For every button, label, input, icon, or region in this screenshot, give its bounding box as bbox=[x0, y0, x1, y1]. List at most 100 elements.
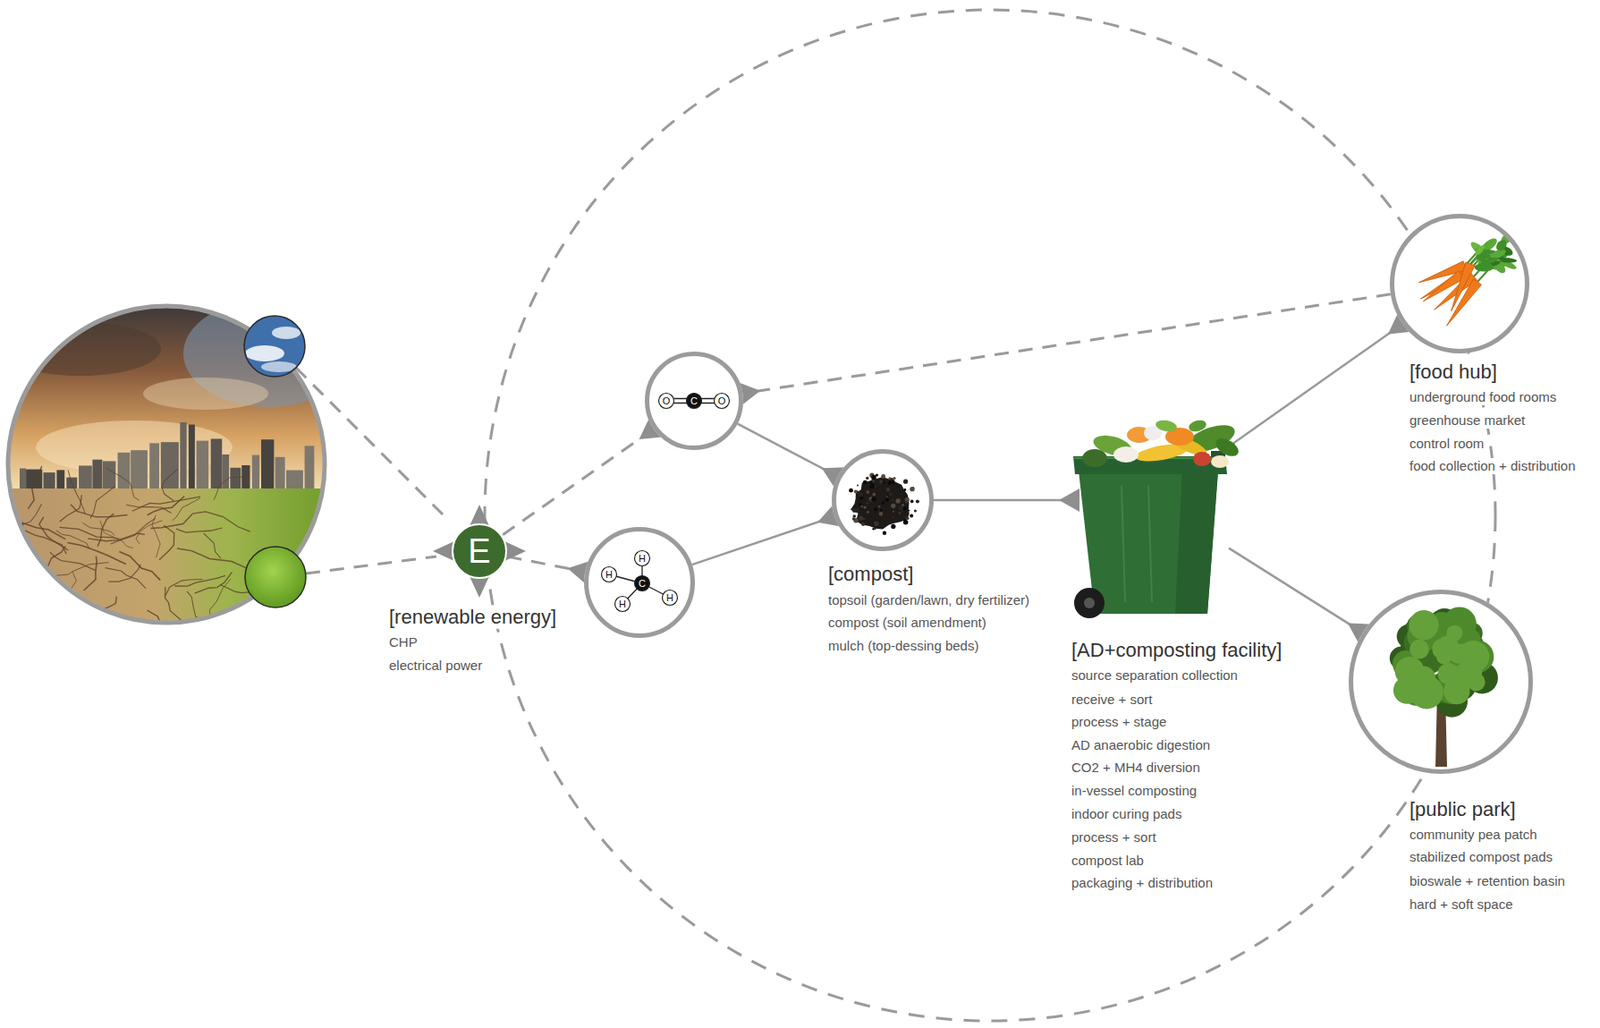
city-circle-border bbox=[8, 305, 325, 623]
text-slot: [renewable energy] bbox=[389, 605, 559, 629]
earth-crack bbox=[84, 556, 98, 591]
atom-circle bbox=[601, 567, 618, 583]
chemical-bond bbox=[673, 397, 687, 399]
carrot-leaf bbox=[1494, 237, 1509, 254]
co2-molecule-node: OCO bbox=[644, 351, 744, 450]
node-circle-border bbox=[1392, 216, 1528, 352]
bin-groove bbox=[1121, 485, 1126, 602]
node-detail: electrical power bbox=[387, 657, 484, 674]
compost-crumb bbox=[871, 474, 877, 481]
earth-crack bbox=[165, 586, 182, 620]
earth-crack bbox=[176, 527, 223, 533]
node-circle-fill bbox=[644, 351, 744, 450]
compost-crumb bbox=[892, 510, 895, 513]
earth-crack bbox=[90, 486, 116, 519]
compost-crumb bbox=[884, 498, 889, 502]
compost-pile bbox=[850, 476, 910, 529]
food-scrap bbox=[1113, 446, 1139, 463]
compost-crumb bbox=[880, 507, 884, 511]
node-art bbox=[831, 448, 934, 551]
compost-crumb bbox=[871, 492, 876, 497]
earth-crack bbox=[70, 504, 127, 517]
node-circle-fill bbox=[1348, 589, 1533, 774]
compost-crumb bbox=[856, 483, 859, 486]
node-detail: packaging + distribution bbox=[1069, 874, 1215, 891]
compost-crumb bbox=[886, 495, 889, 498]
text-slot: control room bbox=[1409, 435, 1486, 452]
compost-crumb bbox=[871, 496, 877, 501]
carrot bbox=[1451, 262, 1475, 312]
text-slot: indoor curing pads bbox=[1071, 805, 1184, 822]
compost-crumb bbox=[898, 512, 901, 515]
earth-crack bbox=[12, 578, 60, 594]
earth-crack bbox=[152, 515, 161, 558]
skyline-building bbox=[229, 467, 241, 492]
earth-crack bbox=[100, 520, 134, 549]
cloud bbox=[271, 326, 301, 339]
node-detail: greenhouse market bbox=[1407, 412, 1527, 429]
earth-crack bbox=[45, 598, 75, 620]
compost-crumb bbox=[880, 507, 883, 511]
compost-crumb bbox=[890, 524, 896, 529]
node-art bbox=[1348, 589, 1533, 774]
text-slot: C bbox=[638, 578, 646, 589]
node-detail: mulch (top-dessing beds) bbox=[826, 637, 981, 654]
compost-crumb bbox=[879, 511, 884, 517]
text-slot: receive + sort bbox=[1071, 691, 1154, 708]
skyline-building bbox=[188, 424, 195, 492]
sky-clouds bbox=[245, 326, 301, 373]
compost-crumb bbox=[861, 522, 865, 526]
skyline-building bbox=[130, 449, 148, 492]
earth-crack bbox=[59, 494, 83, 522]
text-slot: community pea patch bbox=[1409, 826, 1540, 843]
earth-crack bbox=[194, 571, 233, 593]
tree-canopy bbox=[1408, 609, 1439, 640]
food-scrap bbox=[1082, 448, 1108, 467]
compost-crumb bbox=[886, 487, 890, 492]
atom-letter: H bbox=[605, 569, 613, 580]
node-art bbox=[1389, 213, 1530, 354]
earth-crack bbox=[206, 617, 276, 626]
connector-line bbox=[1228, 548, 1363, 633]
earth-crack bbox=[5, 523, 66, 540]
node-heading: [renewable energy] bbox=[387, 605, 559, 629]
node-detail: community pea patch bbox=[1407, 826, 1540, 843]
node-detail: compost (soil amendment) bbox=[826, 614, 989, 631]
node-heading: [food hub] bbox=[1407, 360, 1499, 384]
compost-crumb bbox=[905, 516, 910, 520]
bin-groove bbox=[1148, 485, 1152, 602]
node-detail: process + stage bbox=[1069, 713, 1169, 730]
node-heading: [AD+composting facility] bbox=[1069, 638, 1284, 662]
compost-crumb bbox=[852, 516, 856, 520]
earth-crack bbox=[9, 612, 38, 640]
skyline-building bbox=[211, 438, 223, 492]
atom-circle bbox=[634, 550, 651, 567]
node-detail: indoor curing pads bbox=[1069, 805, 1184, 822]
text-slot: [food hub] bbox=[1409, 360, 1499, 384]
text-slot: AD anaerobic digestion bbox=[1071, 736, 1212, 754]
node-detail: CO2 + MH4 diversion bbox=[1069, 759, 1203, 776]
compost-crumb bbox=[866, 502, 869, 505]
chemical-bond bbox=[673, 402, 687, 404]
compost-crumb bbox=[903, 479, 908, 484]
earth-crack bbox=[0, 545, 10, 566]
text-slot: H bbox=[666, 592, 674, 603]
atom-circle bbox=[615, 596, 631, 612]
compost-crumb bbox=[848, 488, 854, 493]
skyline-building bbox=[304, 445, 315, 492]
compost-crumb bbox=[888, 476, 891, 480]
text-slot: stabilized compost pads bbox=[1409, 848, 1555, 865]
node-detail: compost lab bbox=[1069, 852, 1146, 869]
bin-shade bbox=[1175, 470, 1219, 614]
compost-crumb bbox=[864, 489, 868, 492]
connector-line bbox=[502, 429, 654, 535]
energy-letter: E bbox=[467, 533, 491, 568]
compost-crumb bbox=[858, 502, 863, 507]
carrot-leaf bbox=[1478, 255, 1499, 268]
compost-crumb bbox=[890, 503, 896, 508]
earth-crack bbox=[67, 469, 85, 514]
compost-crumb bbox=[865, 500, 869, 504]
node-detail: process + sort bbox=[1069, 829, 1159, 846]
earth-crack bbox=[147, 609, 176, 646]
